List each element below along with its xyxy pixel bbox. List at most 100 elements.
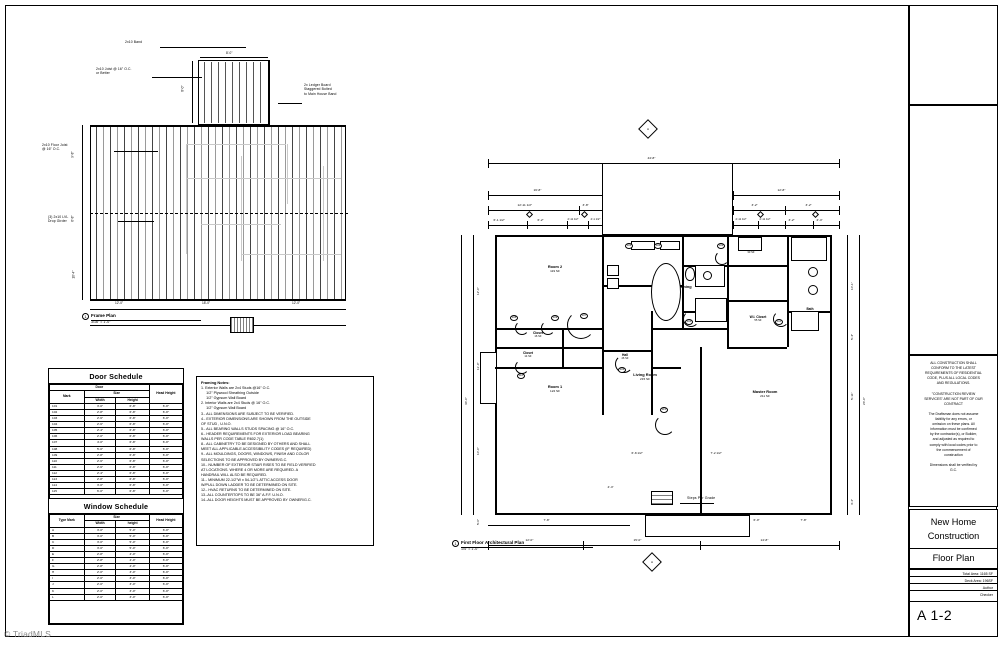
sheet-number: A 1-2 [917,607,953,623]
framing-note-line: 12.- HVAC RETURNS TO BE DETERMINED ON SI… [201,488,292,493]
door-swing-arc [567,311,595,339]
framing-note-line: 6.- HEADER REQUIREMENTS FOR EXTERIOR LOA… [201,431,310,436]
annotation-drop-girder: (3) 2x10 LVL Drop Girder [48,215,69,224]
deck-joist [260,62,261,123]
dim-top-row4-a: 6'-1 1/2" [493,218,506,222]
deck-area-row: Deck Area: 196SF [910,577,997,584]
framing-note-line: 1. Exterior Walls are 2x4 Studs @16" O.C… [201,386,271,390]
framing-note-line: 8.- ALL CABINETRY TO BE DESIGNED BY OTHE… [201,442,311,447]
lavatory-basin [703,271,712,280]
interior-wall [602,285,682,287]
interior-wall [562,328,564,368]
framing-note-line: 1/2" Gypsum Wall Board [201,396,247,401]
dim-left-b: 6'-8" [70,215,75,222]
toilet-fixture [685,267,695,281]
window-schedule-pad [49,600,183,624]
door-row-height: 6'-8" [115,488,150,496]
counter-fixture [660,241,680,250]
door-tag: 115 [660,407,668,413]
door-swing-arc [683,311,699,327]
deck-joist [239,62,240,123]
leader-line-ledger [278,103,302,104]
room-area: 16 SF [534,335,542,339]
framing-note-line: 1/2" Gypsum Wall Board [201,406,247,411]
door-schedule-size-header: Size [83,390,150,398]
framing-note-line: 1/2" Plywood Sheathing Outside [201,391,259,396]
window-tag-diamond [525,210,534,219]
dim-left-a: 12'-0" [476,287,480,295]
author-row: Author [910,584,997,591]
room-label-living-room: Living Room 215 SF [610,372,680,382]
project-name-line2: Construction [927,531,980,542]
dim-deck-depth: 8'-0" [180,85,185,92]
floor-joist-field [90,125,346,300]
annotation-2x10-band: 2x10 Band [125,40,143,44]
dim-right-b: 5'-3" [850,333,854,340]
framing-note-line: 11.- MINIMUM 22-1/2"W x 54-1/2"L ATTIC A… [201,477,298,482]
room-name: Closet [522,351,534,355]
lavatory-basin [808,285,818,295]
interior-wall-bearing [700,415,703,515]
room-name: Room 1 [547,384,563,389]
door-tag: 107 [580,313,588,319]
door-tag: 108 [510,315,518,321]
door-tag: 111 [775,319,783,325]
dim-deck-width: 8'-0" [226,51,233,55]
deck-joist [225,62,226,123]
framing-notes-list: 1. Exterior Walls are 2x4 Studs @16" O.C… [201,386,370,504]
first-floor-plan-drawing: A 44'-8" 16'-8" 16'-8" 12'-8" 12'-11 1/2… [452,115,875,572]
dim-overall-top: 44'-8" [647,156,656,160]
room-label-room-2: Room 2 119 SF [525,264,585,274]
door-swing-arc [773,311,789,327]
floor-plan-title-text: First Floor Architectural Plan [461,539,525,545]
framing-note-line: SELECTIONS TO BE APPROVED BY OWNER/G.C. [201,457,288,462]
room-area: 14 SF [524,355,532,359]
room-area: 122 SF [550,388,560,393]
dim-bottom-row2-e: 6'-0" [753,518,761,522]
annotation-2x10-joist: 2x10 Joist @ 16" O.C. or Better [96,67,132,76]
room-area: 55 SF [754,319,762,323]
leader-line-joist [152,77,202,78]
title-block-info-rows: Total Area: 1165 SF Deck Area: 196SF Aut… [909,569,998,601]
dim-left-c: 10'-4" [71,270,76,279]
interior-wall [602,350,651,352]
door-swing-arc [515,360,529,374]
washer-dryer-fixture [738,237,762,251]
deck-band-box [198,60,270,125]
frame-plan-scale: 3/16" = 1'-0" [91,320,111,324]
floor-band-line-bottom [90,299,346,302]
leader-line-band [160,47,246,48]
room-label-closet-1: Closet 16 SF [517,331,559,338]
room-area: 33 SF [747,251,755,254]
window-tag-diamond [580,210,589,219]
room-area: 215 SF [640,376,650,381]
dim-top-row4-d: 4'-1 1/2" [590,218,601,221]
room-label-wi-closet: W.I. Closet 55 SF [733,315,783,322]
annotation-ledger-board: 2x Ledger Board Staggered Bolted to Main… [304,83,337,96]
dim-top-row4-c: 2'-11 1/2" [567,218,580,221]
room-area: 119 SF [550,268,560,273]
construction-code-note: ALL CONSTRUCTION SHALL CONFORM TO THE LA… [925,361,982,386]
framing-note-line: OF STUD , U.N.O. [201,421,232,426]
window-schedule-title: Window Schedule [49,499,183,514]
deck-joist [218,62,219,123]
framing-note-line: MEET ALL APPLICABLE ACCESSIBILITY CODES … [201,447,312,452]
dim-right-d: 3'-4" [850,498,854,505]
door-schedule-mark-col: Mark [49,390,85,404]
dim-right-c: 5'-11" [850,392,854,400]
counter-fixture [631,241,655,250]
room-label-master-room: Master Room 211 SF [730,389,800,399]
dim-top-row3-e: 3'-2" [805,203,813,207]
window-schedule-height-col: height [115,520,150,528]
framing-note-line: 4.- EXTERIOR DIMENSIONS ARE SHOWN FROM T… [201,416,311,421]
deck-joist [253,62,254,123]
steps-per-grade-note: Steps Per Grade [687,496,716,500]
window-schedule-type-mark-col: Type Mark [49,514,85,528]
